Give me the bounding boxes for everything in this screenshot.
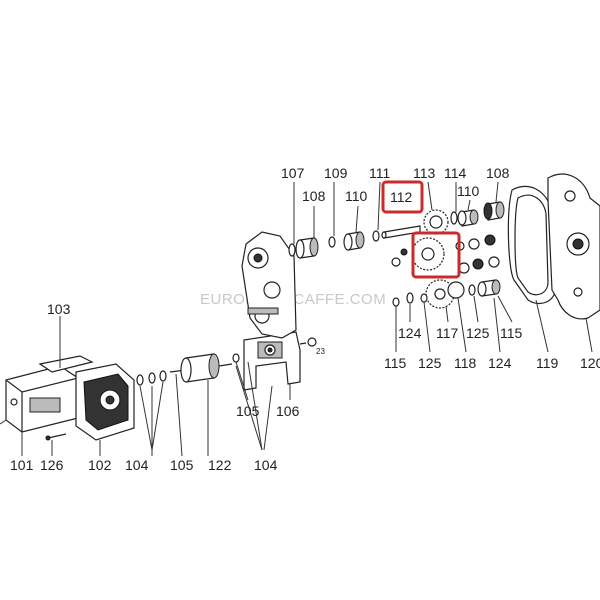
label-120: 120: [580, 355, 600, 371]
part-number-labels: 103 101 126 102 104 105 122 104 105 106 …: [10, 165, 600, 473]
part-102-motor: [75, 363, 135, 441]
part-125-washer-right: [468, 284, 476, 296]
label-124-left: 124: [398, 325, 422, 341]
part-106-bracket: [243, 331, 301, 391]
part-23-screw: [299, 337, 317, 347]
part-105-bushing: [232, 353, 240, 363]
label-106: 106: [276, 403, 300, 419]
label-105-left: 105: [170, 457, 194, 473]
label-110-right: 110: [457, 183, 480, 199]
part-120-rear-cover: [547, 173, 600, 320]
part-113-gear: [423, 209, 449, 235]
label-111: 111: [369, 165, 390, 181]
part-108-bushing-right: [483, 201, 505, 221]
label-104-right: 104: [254, 457, 278, 473]
part-110-bushing: [343, 231, 365, 251]
part-124-washer-left: [406, 292, 414, 304]
leader-lines: [21, 181, 593, 457]
label-113: 113: [413, 165, 436, 181]
label-118: 118: [454, 355, 477, 371]
part-124-bushing-right: [477, 279, 501, 297]
part-126-screw: [45, 433, 67, 441]
part-112-shaft: [381, 225, 421, 239]
part-118-gear: [447, 281, 465, 299]
part-108-bushing-left: [295, 237, 319, 259]
part-119-gasket: [507, 185, 557, 305]
part-125-washer-left: [420, 293, 428, 303]
label-112: 112: [390, 189, 413, 205]
label-119: 119: [536, 355, 559, 371]
label-110-left: 110: [345, 188, 368, 204]
part-122-cylinder: [169, 353, 233, 383]
label-101: 101: [10, 457, 34, 473]
highlight-box-112: [381, 180, 424, 214]
label-108-right: 108: [486, 165, 510, 181]
label-126: 126: [40, 457, 64, 473]
label-109: 109: [324, 165, 348, 181]
label-108-left: 108: [302, 188, 326, 204]
label-125-right: 125: [466, 325, 490, 341]
part-114-washer: [450, 211, 458, 225]
label-122: 122: [208, 457, 232, 473]
part-103-cover-plate: [38, 355, 94, 373]
part-111-washer: [372, 230, 380, 242]
label-117: 117: [436, 325, 459, 341]
label-104-left: 104: [125, 457, 149, 473]
label-114: 114: [444, 165, 467, 181]
part-gearbox-plate: [241, 231, 297, 339]
label-103: 103: [47, 301, 71, 317]
part-107-washer: [288, 243, 296, 257]
label-125-left: 125: [418, 355, 442, 371]
label-23: 23: [316, 347, 325, 356]
part-110-bushing-right: [457, 209, 479, 227]
part-gear-center: [391, 234, 500, 274]
label-124-right: 124: [488, 355, 512, 371]
label-105-right: 105: [236, 403, 260, 419]
part-115-washer-left: [392, 297, 400, 307]
label-115-right: 115: [500, 325, 523, 341]
part-109-washer: [328, 236, 336, 248]
highlight-box-gear: [411, 231, 461, 279]
part-104-washers-left: [136, 370, 167, 386]
label-107: 107: [281, 165, 305, 181]
part-101-gearbox-cover: [0, 365, 79, 433]
label-115-left: 115: [384, 355, 407, 371]
label-102: 102: [88, 457, 112, 473]
